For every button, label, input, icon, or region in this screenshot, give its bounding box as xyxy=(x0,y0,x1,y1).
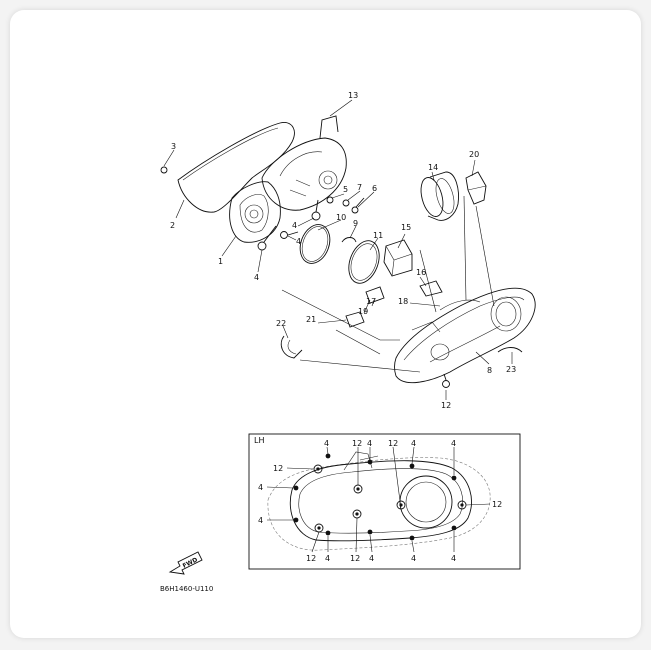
bolt-4b xyxy=(311,199,321,221)
crankcase-gasket xyxy=(177,122,295,213)
circlip xyxy=(341,237,357,243)
upper-cover-assembly xyxy=(261,137,347,211)
bolt-4a xyxy=(257,225,277,251)
callout-21: 21 xyxy=(306,315,316,324)
diagram-card xyxy=(10,10,641,638)
inset-callout-12-top-2: 12 xyxy=(388,439,398,448)
inset-callout-12-bottom-2: 12 xyxy=(350,554,360,563)
callout-12: 12 xyxy=(441,401,451,410)
inset-callout-4-top-2: 4 xyxy=(367,439,372,448)
screw-6 xyxy=(351,197,365,214)
callout-10: 10 xyxy=(336,213,346,222)
callout-4-c: 4 xyxy=(292,221,297,230)
bolt-4c xyxy=(280,231,299,239)
callout-8: 8 xyxy=(487,366,492,375)
bolt-12 xyxy=(442,373,450,388)
inset-callout-12-top-1: 12 xyxy=(352,439,362,448)
fwd-arrow-icon: FWD xyxy=(168,551,203,575)
callout-19: 19 xyxy=(358,307,368,316)
callout-1: 1 xyxy=(218,257,223,266)
screw-5 xyxy=(326,196,334,204)
seal-ring xyxy=(348,240,380,284)
inset-callout-4-top-1: 4 xyxy=(324,439,329,448)
bracket-20 xyxy=(465,171,487,205)
wire-clip xyxy=(319,115,339,139)
callout-7: 7 xyxy=(357,183,362,192)
screw-7 xyxy=(342,199,350,207)
cylinder-element xyxy=(420,171,459,221)
callout-4-b: 4 xyxy=(296,237,301,246)
callout-17: 17 xyxy=(366,297,376,306)
callout-18: 18 xyxy=(398,297,408,306)
inset-callout-12-bottom-1: 12 xyxy=(306,554,316,563)
pad-16 xyxy=(419,280,443,297)
hose-22 xyxy=(280,335,303,359)
inset-callout-4-bottom-4: 4 xyxy=(451,554,456,563)
callout-22: 22 xyxy=(276,319,286,328)
inset-callout-4-bottom-2: 4 xyxy=(369,554,374,563)
callout-2: 2 xyxy=(170,221,175,230)
inset-callout-12-right: 12 xyxy=(492,500,502,509)
crankcase-main xyxy=(394,287,536,384)
lh-inset-view: LH xyxy=(248,433,521,570)
inset-label: LH xyxy=(254,436,264,445)
inset-callout-4-left-lower: 4 xyxy=(258,516,263,525)
callout-23: 23 xyxy=(506,365,516,374)
inset-callout-4-left-upper: 4 xyxy=(258,483,263,492)
inset-callout-4-top-3: 4 xyxy=(411,439,416,448)
callout-15: 15 xyxy=(401,223,411,232)
callout-5: 5 xyxy=(343,185,348,194)
inset-callout-4-bottom-3: 4 xyxy=(411,554,416,563)
figure-code: B6H1460-U110 xyxy=(160,585,213,593)
inset-callout-4-top-4: 4 xyxy=(451,439,456,448)
callout-3: 3 xyxy=(171,142,176,151)
callout-9: 9 xyxy=(353,219,358,228)
clip-23 xyxy=(497,347,523,353)
callout-6: 6 xyxy=(372,184,377,193)
callout-4-a: 4 xyxy=(254,273,259,282)
callout-20: 20 xyxy=(469,150,479,159)
callout-13: 13 xyxy=(348,91,358,100)
callout-16: 16 xyxy=(416,268,426,277)
block-15 xyxy=(383,239,413,277)
callout-14: 14 xyxy=(428,163,438,172)
callout-11: 11 xyxy=(373,231,383,240)
inset-callout-12-left: 12 xyxy=(273,464,283,473)
inset-callout-4-bottom-1: 4 xyxy=(325,554,330,563)
crankcase-cover-1 xyxy=(229,181,281,243)
pad-21 xyxy=(345,311,365,328)
fwd-label: FWD xyxy=(182,556,199,569)
bolt-3 xyxy=(160,166,168,174)
pad-17 xyxy=(365,286,385,304)
o-ring xyxy=(299,224,331,264)
